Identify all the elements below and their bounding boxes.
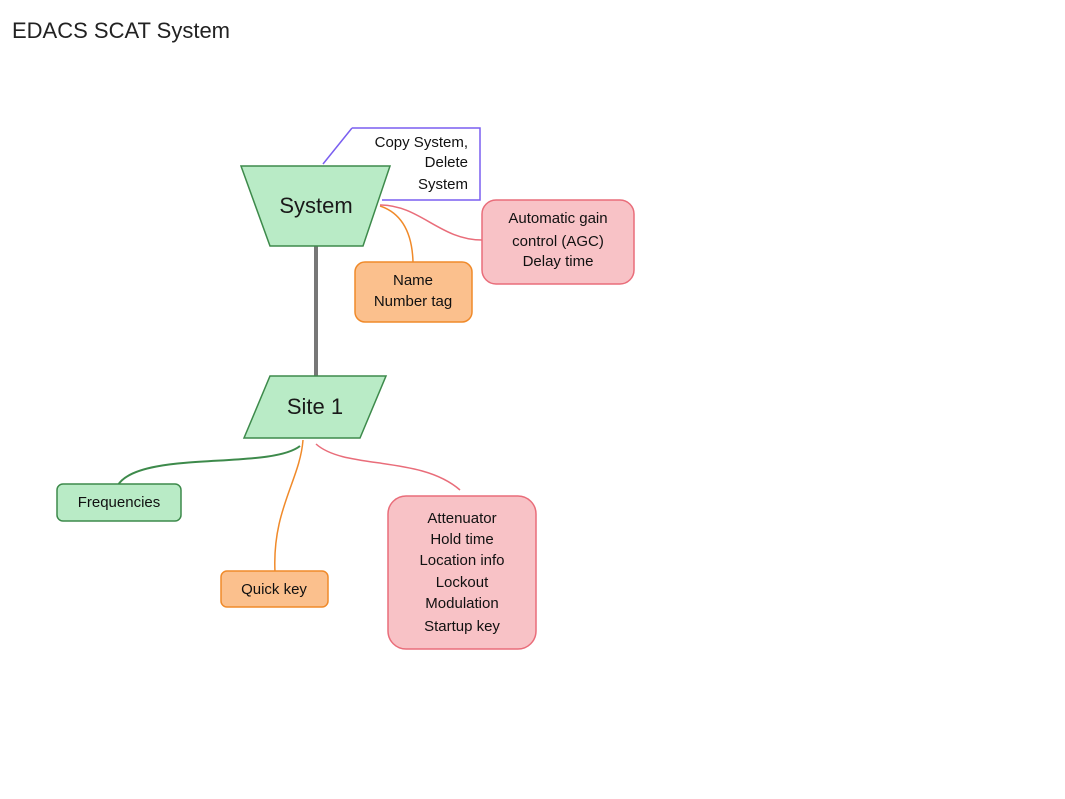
agc-line: Automatic gain (508, 210, 607, 227)
frequencies-label: Frequencies (78, 494, 161, 511)
agc-line: control (AGC) (512, 233, 604, 250)
system-agc-box[interactable]: Automatic gain control (AGC) Delay time (482, 200, 634, 284)
name-line: Name (393, 272, 433, 289)
site-node-label: Site 1 (287, 394, 343, 419)
system-node-label: System (279, 193, 352, 218)
agc-line: Delay time (523, 253, 594, 270)
system-node[interactable]: System (241, 166, 390, 246)
site-setting-line: Startup key (424, 618, 500, 635)
connector-system-agc (380, 205, 482, 240)
name-line: Number tag (374, 293, 452, 310)
callout-line: System (418, 176, 468, 193)
quick-key-box[interactable]: Quick key (221, 571, 328, 607)
site-setting-line: Modulation (425, 595, 498, 612)
site-settings-box[interactable]: Attenuator Hold time Location info Locko… (388, 496, 536, 649)
site-setting-line: Attenuator (427, 510, 496, 527)
callout-line: Copy System, (375, 134, 468, 151)
system-name-box[interactable]: Name Number tag (355, 262, 472, 322)
frequencies-box[interactable]: Frequencies (57, 484, 181, 521)
connector-system-name (380, 206, 413, 262)
site-setting-line: Lockout (436, 574, 489, 591)
connector-site-quickkey (275, 440, 303, 572)
site-node[interactable]: Site 1 (244, 376, 386, 438)
callout-line: Delete (425, 154, 468, 171)
site-setting-line: Hold time (430, 531, 493, 548)
connector-site-frequencies (118, 446, 300, 485)
quick-key-label: Quick key (241, 581, 307, 598)
site-setting-line: Location info (419, 552, 504, 569)
connector-site-settings (316, 444, 460, 490)
connector-system-callout (323, 128, 352, 164)
